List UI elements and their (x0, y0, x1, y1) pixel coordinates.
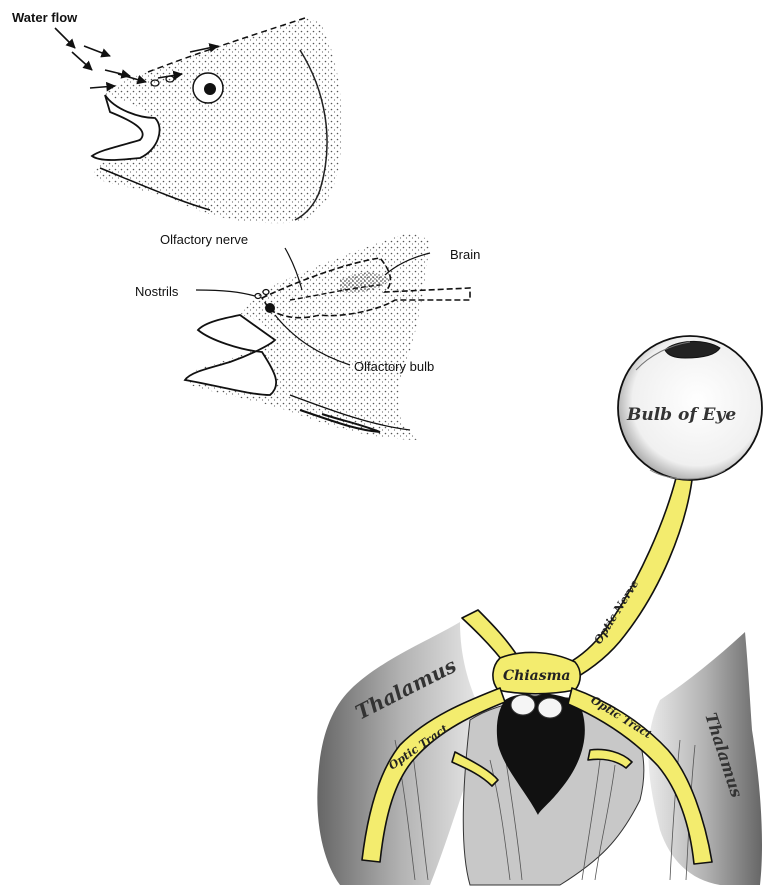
brain-label: Brain (450, 247, 480, 262)
olfactory-bulb-label: Olfactory bulb (354, 359, 434, 374)
chiasma-label: Chiasma (503, 668, 570, 684)
nostrils-label: Nostrils (135, 284, 179, 299)
fish-bottom-mouth (185, 315, 276, 395)
fish-head-top: Water flow (12, 10, 342, 223)
optic-nerve-right (560, 478, 692, 680)
olfactory-bulb (265, 303, 275, 313)
water-flow-label: Water flow (12, 10, 78, 25)
mammillary-body-left (511, 695, 535, 715)
bulb-of-eye-label: Bulb of Eye (626, 405, 736, 425)
fish-head-bottom: Olfactory nerve Brain Nostrils Olfactory… (135, 232, 480, 440)
mammillary-body-right (538, 698, 562, 718)
olfactory-nerve-label: Olfactory nerve (160, 232, 248, 247)
